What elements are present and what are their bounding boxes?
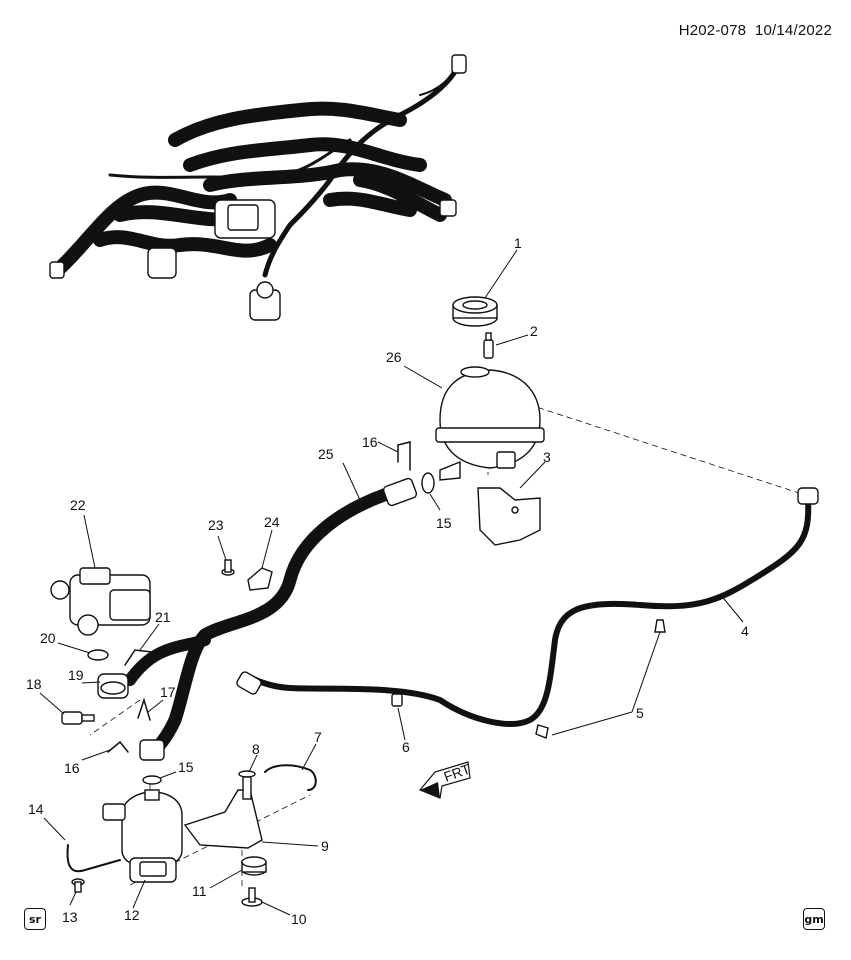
sr-badge: sr [24,908,46,930]
part-23-bolt [221,559,235,576]
part-16-lower-clip [107,740,129,753]
callout-10: 10 [291,911,307,927]
part-9-bracket [183,789,263,849]
part-1-cap [452,296,498,327]
callout-14: 14 [28,801,44,817]
part-14-strap [66,844,121,873]
sr-badge-label: sr [29,912,41,926]
part-12-pump [102,789,183,883]
callout-18: 18 [26,676,42,692]
callout-22: 22 [70,497,86,513]
part-19-fitting [97,673,129,699]
part-13-bolt [71,878,85,893]
callout-15-upper: 15 [436,515,452,531]
callout-12: 12 [124,907,140,923]
part-7-strap [264,764,317,791]
callout-17: 17 [160,684,176,700]
callout-2: 2 [530,323,538,339]
callout-5: 5 [636,705,644,721]
drawing-header: H202-078 10/14/2022 [620,22,832,39]
part-16-upper-clip [397,441,411,471]
callout-25: 25 [318,446,334,462]
engine-overview [49,54,467,321]
callout-26: 26 [386,349,402,365]
callout-13: 13 [62,909,78,925]
callout-16-upper: 16 [362,434,378,450]
part-10-washer [241,887,263,907]
callout-7: 7 [314,729,322,745]
callout-20: 20 [40,630,56,646]
part-8-bolt [238,770,256,800]
callout-24: 24 [264,514,280,530]
part-6-clip [391,693,403,707]
drawing-id: H202-078 [678,22,747,39]
gm-logo-badge: gm [803,908,825,930]
part-11-grommet [241,856,267,876]
callout-21: 21 [155,609,171,625]
callout-15-lower: 15 [178,759,194,775]
callout-3: 3 [543,449,551,465]
callout-11: 11 [192,883,207,899]
part-22-valve [50,567,151,636]
part-26-reservoir [435,366,545,481]
front-arrow-icon: FRT [419,760,473,799]
part-17-clip [137,697,151,721]
part-24-clip [247,567,273,591]
drawing-date: 10/14/2022 [754,22,832,39]
part-3-bracket [477,487,541,546]
callout-16-lower: 16 [64,760,80,776]
callout-6: 6 [402,739,410,755]
part-2-sensor [483,332,494,359]
callout-23: 23 [208,517,224,533]
part-15-lower-seal [142,775,162,785]
part-18-sensor [61,711,95,725]
callout-19: 19 [68,667,84,683]
part-21-clip [124,649,153,666]
callout-labels: 1 2 3 4 5 6 7 8 9 10 11 12 13 14 15 15 1… [26,235,749,927]
callout-9: 9 [321,838,329,854]
callout-4: 4 [741,623,749,639]
gm-badge-label: gm [804,912,824,926]
part-15-upper-seal [421,472,435,494]
leader-lines [39,249,744,916]
part-5-pushpin [535,619,666,739]
callout-1: 1 [514,235,522,251]
part-20-oring [87,649,109,661]
callout-8: 8 [252,741,260,757]
